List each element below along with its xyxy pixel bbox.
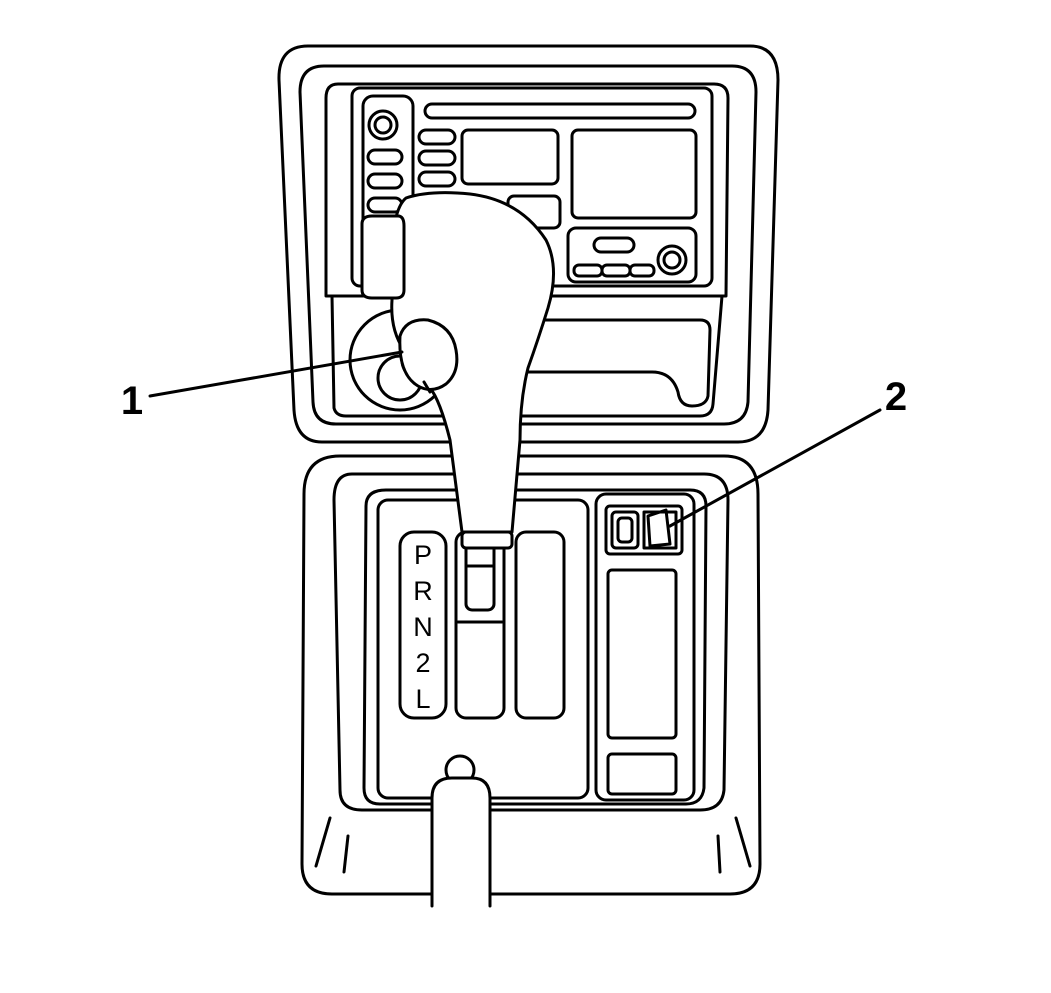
volume-knob-icon — [656, 244, 688, 276]
radio-knob-icon — [367, 109, 399, 141]
callout-1-label: 1 — [121, 379, 143, 423]
shift-lock-button — [398, 318, 459, 391]
storage-tray — [330, 294, 724, 418]
gate-position: N — [413, 612, 433, 642]
switch-panel — [594, 492, 696, 802]
gate-position: 2 — [415, 648, 430, 678]
gate-position: P — [414, 540, 432, 570]
radio-unit — [350, 86, 714, 288]
gate-position: R — [413, 576, 433, 606]
switch-icon — [642, 508, 678, 550]
shift-lever — [360, 191, 556, 550]
callout-1-leader — [148, 350, 404, 398]
shift-column — [430, 754, 492, 908]
radio-bezel — [277, 44, 780, 444]
shift-gate-labels: P R N 2 L — [413, 540, 433, 714]
callout-2-leader — [668, 408, 882, 528]
gate-position: L — [415, 684, 430, 714]
callout-2-label: 2 — [885, 375, 907, 419]
lower-console — [300, 454, 762, 896]
callout-leaders — [148, 350, 882, 528]
